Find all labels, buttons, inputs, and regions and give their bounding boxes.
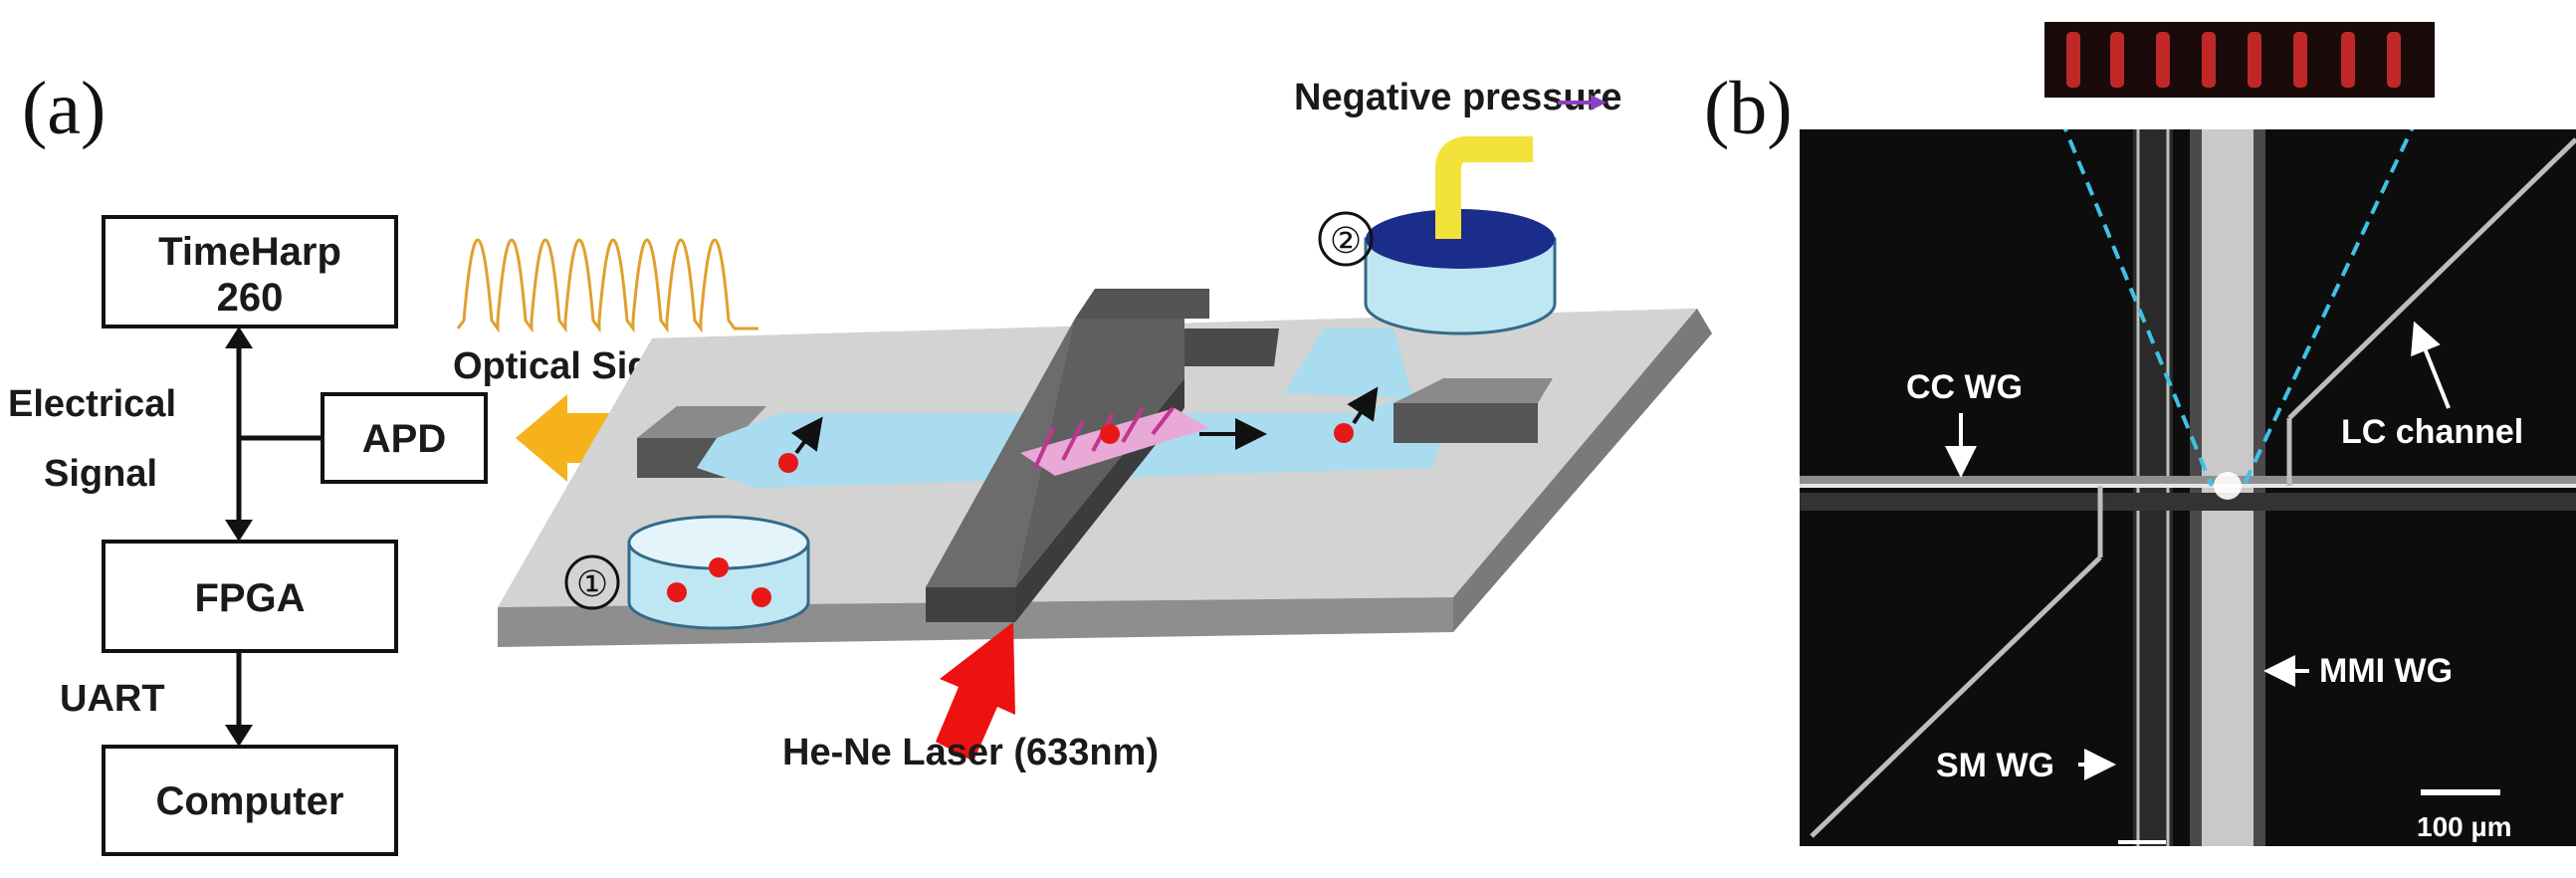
electrical-signal-line2: Signal — [44, 453, 157, 495]
panel-b-label: (b) — [1704, 67, 1793, 150]
particle — [778, 453, 798, 473]
guide-line-left — [2062, 129, 2214, 487]
lc-channel-lower — [1810, 555, 2102, 838]
bus-arrow-up — [225, 327, 253, 348]
channel-riser — [1284, 329, 1413, 398]
pressure-tube — [1435, 136, 1533, 239]
lc-channel-label: LC channel — [2341, 413, 2523, 451]
lc-channel-upper — [2287, 137, 2576, 420]
right-waveguide-block — [1394, 403, 1538, 443]
reservoir-2-label: ② — [1330, 220, 1362, 261]
optical-peaks — [456, 238, 758, 333]
substrate-side-face — [1453, 309, 1712, 632]
laser-arrow — [936, 622, 1015, 762]
chip-drawing: ① ② He-Ne Laser (633nm) Negative pressur… — [498, 77, 1712, 773]
uart-arrow — [225, 725, 253, 747]
panel-a-label: (a) — [22, 67, 107, 150]
electrical-signal-line1: Electrical — [8, 383, 176, 425]
sm-wg-label: SM WG — [1936, 747, 2054, 784]
mmi-bar-top — [1075, 289, 1209, 319]
particle — [1100, 424, 1120, 444]
spot-pattern-fringe — [2387, 32, 2401, 88]
laser-label: He-Ne Laser (633nm) — [782, 732, 1159, 773]
timeharp-box — [102, 215, 398, 329]
apd-label: APD — [362, 417, 446, 461]
micrograph: CC WG LC channel MMI WG SM WG 100 µm — [1800, 129, 2576, 846]
guide-line-right — [2242, 129, 2415, 487]
bus-arrow-down — [225, 520, 253, 542]
timeharp-label-line1: TimeHarp — [158, 230, 341, 274]
reservoir-1: ① — [564, 515, 810, 630]
cc-wg-label: CC WG — [1906, 368, 2023, 406]
uart-label: UART — [60, 678, 165, 720]
timeharp-label-line2: 260 — [217, 276, 284, 320]
scatter-spot — [2214, 472, 2242, 500]
computer-label: Computer — [156, 779, 344, 823]
spot-pattern-fringe — [2202, 32, 2216, 88]
spot-pattern-fringe — [2066, 32, 2080, 88]
reservoir-1-label: ① — [576, 563, 608, 604]
block-diagram: TimeHarp 260 APD FPGA Computer Electrica… — [8, 215, 488, 856]
mmi-wg-label: MMI WG — [2319, 652, 2453, 690]
computer-box — [102, 745, 398, 856]
mmi-bar-front — [926, 587, 1015, 622]
spot-pattern-inset — [2044, 22, 2435, 98]
spot-pattern-fringe — [2156, 32, 2170, 88]
scale-label: 100 µm — [2417, 811, 2512, 842]
fpga-box — [102, 540, 398, 653]
particle — [1334, 423, 1354, 443]
reservoir-2: ② — [1318, 136, 1557, 335]
spot-pattern-fringe — [2293, 32, 2307, 88]
spot-pattern-fringe — [2341, 32, 2355, 88]
spot-pattern-fringe — [2110, 32, 2124, 88]
negative-pressure-label: Negative pressure — [1294, 77, 1622, 118]
fpga-label: FPGA — [194, 576, 305, 620]
spot-pattern-fringe — [2248, 32, 2261, 88]
